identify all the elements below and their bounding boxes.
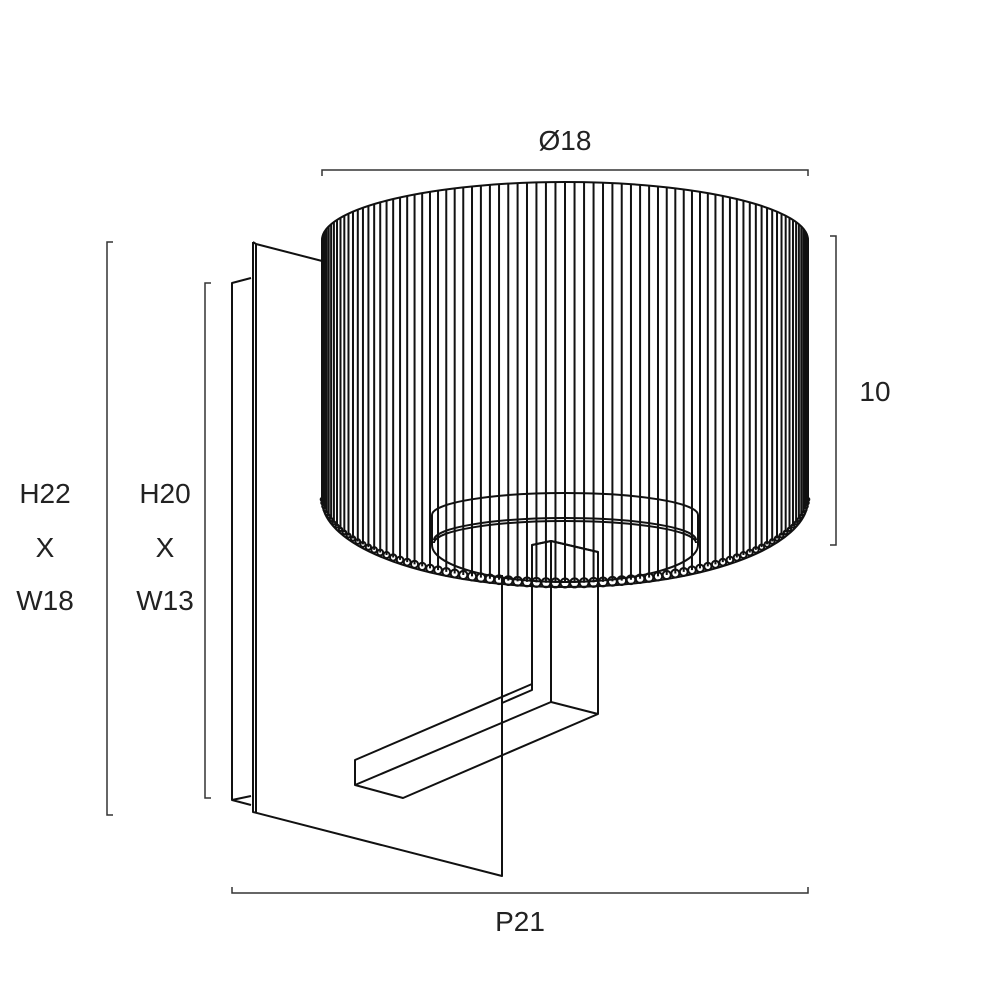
dimension-line-projection xyxy=(231,887,809,894)
label-projection: P21 xyxy=(495,906,545,937)
dimension-line-shade-height xyxy=(830,235,837,546)
fluted-shade xyxy=(319,181,811,589)
rim-scallop xyxy=(370,546,378,554)
rim-scallop xyxy=(395,555,405,565)
rim-scallop xyxy=(382,551,391,560)
lamp-holder-disc xyxy=(431,492,699,583)
rim-scallop xyxy=(364,543,373,551)
rim-scallop xyxy=(341,529,348,536)
rim-scallop xyxy=(337,526,344,533)
rim-scallop xyxy=(790,523,796,529)
rim-scallop xyxy=(773,535,781,542)
rim-scallop xyxy=(345,532,352,539)
shade-flutes xyxy=(321,182,809,583)
rim-scallop xyxy=(739,551,748,560)
rim-scallop xyxy=(798,513,804,519)
rim-scallop xyxy=(763,540,771,548)
rim-scallop xyxy=(757,543,766,551)
rim-scallop xyxy=(354,538,362,545)
rim-scallop xyxy=(324,510,330,516)
rim-scallop xyxy=(732,553,742,562)
rim-scallop xyxy=(793,520,799,526)
label-outer-height: H22 xyxy=(19,478,71,509)
rim-scallop xyxy=(331,520,337,526)
rim-scallop xyxy=(745,548,754,557)
rim-scallop xyxy=(326,513,332,519)
label-inner-x: X xyxy=(155,532,175,563)
rim-scallop xyxy=(359,540,367,548)
rim-scallop xyxy=(752,546,760,554)
rim-scallop xyxy=(388,553,398,562)
dimension-line-inner-height xyxy=(204,282,211,799)
label-inner-height: H20 xyxy=(139,478,191,509)
rim-scallop xyxy=(768,538,776,545)
label-shade-height: 10 xyxy=(859,376,891,407)
dimension-line-diameter xyxy=(321,169,809,176)
rear-mount-plate xyxy=(231,277,252,806)
rim-scallop xyxy=(718,557,728,567)
label-outer-width: W18 xyxy=(16,585,74,616)
label-diameter: Ø18 xyxy=(538,125,592,156)
label-outer-x: X xyxy=(35,532,55,563)
backplate xyxy=(252,241,503,877)
rim-scallop xyxy=(786,526,793,533)
rim-scallop xyxy=(796,517,802,523)
label-inner-width: W13 xyxy=(136,585,194,616)
shade-scalloped-rim xyxy=(319,496,811,589)
rim-scallop xyxy=(328,517,334,523)
rim-scallop xyxy=(334,523,340,529)
rim-scallop xyxy=(805,496,811,502)
rim-scallop xyxy=(725,555,735,565)
rim-scallop xyxy=(322,507,328,513)
rim-scallop xyxy=(800,510,806,516)
rim-scallop xyxy=(782,529,789,536)
dimension-line-outer-height xyxy=(106,241,113,816)
rim-scallop xyxy=(376,548,385,557)
rim-scallop xyxy=(349,535,357,542)
rim-scallop xyxy=(778,532,785,539)
